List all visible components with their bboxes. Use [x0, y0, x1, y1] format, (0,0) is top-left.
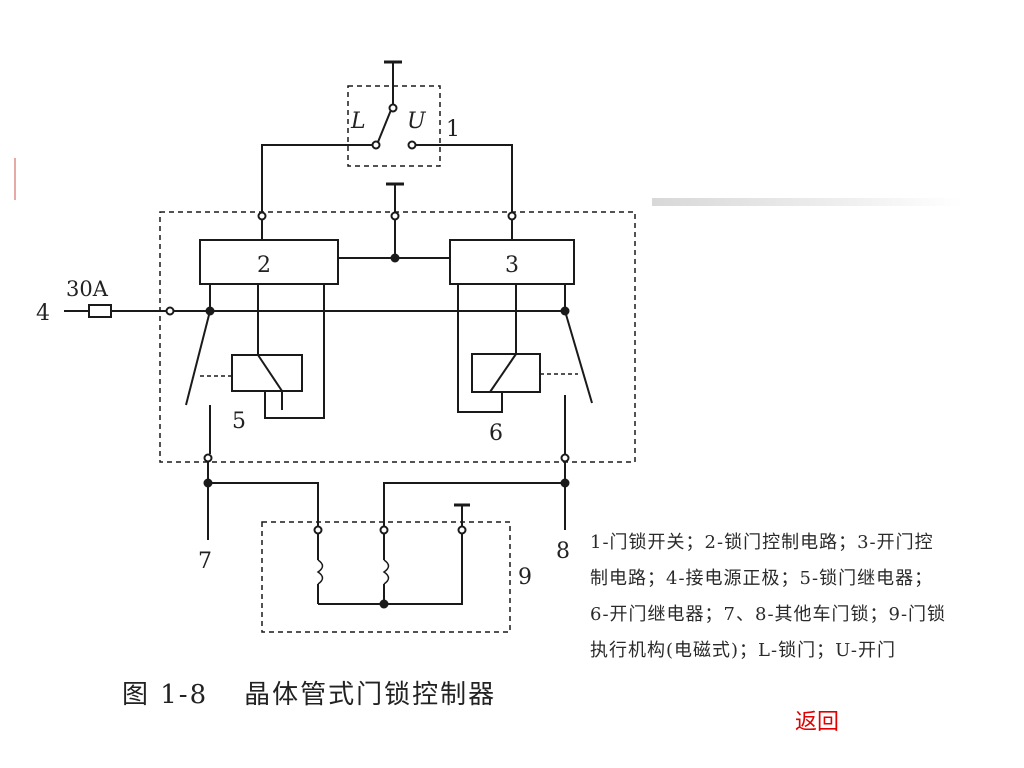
fuse-label: 30A	[66, 277, 109, 301]
switch-label-u: U	[407, 109, 427, 134]
label-3: 3	[505, 253, 519, 278]
label-6: 6	[489, 421, 503, 446]
back-link[interactable]: 返回	[795, 710, 840, 735]
figure-number: 图 1-8	[122, 680, 209, 710]
lock-relay-coil	[231, 354, 303, 392]
figure-caption: 图 1-8 晶体管式门锁控制器	[122, 674, 496, 711]
label-7: 7	[198, 549, 212, 574]
legend-line: 1-门锁开关；2-锁门控制电路；3-开门控	[590, 532, 934, 553]
gray-divider	[652, 198, 962, 206]
legend-line: 6-开门继电器；7、8-其他车门锁；9-门锁	[590, 604, 947, 625]
label-8: 8	[556, 539, 570, 564]
label-1: 1	[446, 117, 460, 142]
controller-box	[159, 211, 636, 463]
edge-mark	[14, 158, 16, 200]
label-2: 2	[257, 253, 271, 278]
fuse-30a	[88, 304, 112, 318]
label-9: 9	[518, 565, 532, 590]
label-5: 5	[232, 409, 246, 434]
legend-line: 制电路；4-接电源正极；5-锁门继电器；	[590, 568, 934, 589]
unlock-relay-coil	[471, 353, 541, 393]
figure-title: 晶体管式门锁控制器	[244, 680, 497, 710]
legend: 1-门锁开关；2-锁门控制电路；3-开门控 制电路；4-接电源正极；5-锁门继电…	[590, 525, 1010, 669]
legend-line: 执行机构(电磁式)；L-锁门；U-开门	[590, 640, 897, 661]
switch-label-l: L	[350, 109, 366, 134]
unlock-control-box	[449, 239, 575, 285]
actuator-box	[261, 521, 511, 633]
label-4: 4	[36, 301, 50, 326]
lock-control-box	[199, 239, 339, 285]
